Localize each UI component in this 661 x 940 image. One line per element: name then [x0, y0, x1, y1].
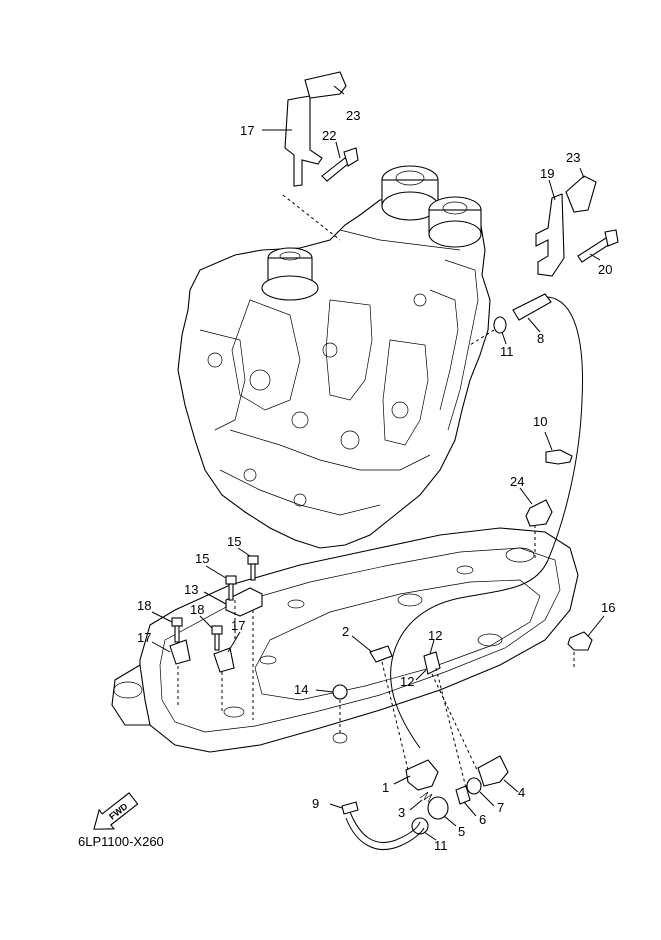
callout-7: 7: [497, 800, 504, 815]
callout-8: 8: [537, 331, 544, 346]
bolt-15a: [225, 575, 237, 601]
clip-23-upper: [304, 71, 347, 99]
cover-4: [477, 755, 509, 787]
nut-5: [427, 796, 449, 820]
bolt-22: [321, 147, 359, 182]
callout-12-a: 12: [428, 628, 442, 643]
bolt-15b: [247, 555, 259, 581]
callout-4: 4: [518, 785, 525, 800]
nut-13: [332, 684, 348, 700]
clamp-16: [567, 631, 593, 651]
callout-6: 6: [479, 812, 486, 827]
bolt-20: [577, 229, 619, 263]
fwd-arrow: FWD: [93, 792, 139, 830]
callout-21: 17: [240, 123, 254, 138]
pipe-8: [512, 293, 552, 321]
callout-23-upper: 23: [346, 108, 360, 123]
grommet-1: [405, 759, 439, 791]
callout-24: 24: [510, 474, 524, 489]
diagram-code: 6LP1100-X260: [78, 834, 164, 849]
grommet-11-upper: [493, 316, 507, 334]
callout-14: 13: [184, 582, 198, 597]
callout-17-b: 17: [231, 618, 245, 633]
callout-12-b: 12: [400, 674, 414, 689]
callout-23-right: 23: [566, 150, 580, 165]
spring-3: [419, 791, 433, 803]
hose-9: [349, 811, 421, 843]
water-hose: [390, 296, 583, 749]
plate-2: [369, 645, 393, 663]
clip-17a: [169, 639, 191, 665]
callout-11-upper: 11: [500, 344, 514, 359]
callout-10: 10: [533, 414, 547, 429]
clamp-10: [545, 449, 573, 465]
ring-7: [466, 777, 482, 795]
callout-18-a: 18: [137, 598, 151, 613]
bracket-21: [284, 95, 323, 187]
bracket-19: [535, 193, 565, 277]
callout-15-b: 15: [195, 551, 209, 566]
clip-17b: [213, 647, 235, 673]
callout-9: 9: [312, 796, 319, 811]
callout-11-lower: 11: [434, 838, 448, 853]
clip-23-right: [565, 175, 597, 213]
callout-20: 20: [598, 262, 612, 277]
callout-13: 14: [294, 682, 308, 697]
bolt-18b: [211, 625, 223, 651]
callout-2: 2: [342, 624, 349, 639]
callout-15-a: 15: [227, 534, 241, 549]
callout-labels: 17 23 22 19 23 20 8 11 10 24 16 15 15 13…: [137, 108, 615, 853]
callout-19: 19: [540, 166, 554, 181]
leader-lines: [151, 85, 605, 841]
callout-3: 3: [398, 805, 405, 820]
callout-5: 5: [458, 824, 465, 839]
callout-18-b: 18: [190, 602, 204, 617]
assembly-lines: [177, 194, 575, 789]
callout-17-a: 17: [137, 630, 151, 645]
callout-1: 1: [382, 780, 389, 795]
cap-24: [525, 499, 553, 527]
engine-block: [177, 165, 491, 549]
callout-22: 22: [322, 128, 336, 143]
bottom-cowling: [111, 527, 579, 753]
callout-16: 16: [601, 600, 615, 615]
grommet-11-lower: [411, 817, 429, 835]
fitting-6: [455, 785, 471, 805]
